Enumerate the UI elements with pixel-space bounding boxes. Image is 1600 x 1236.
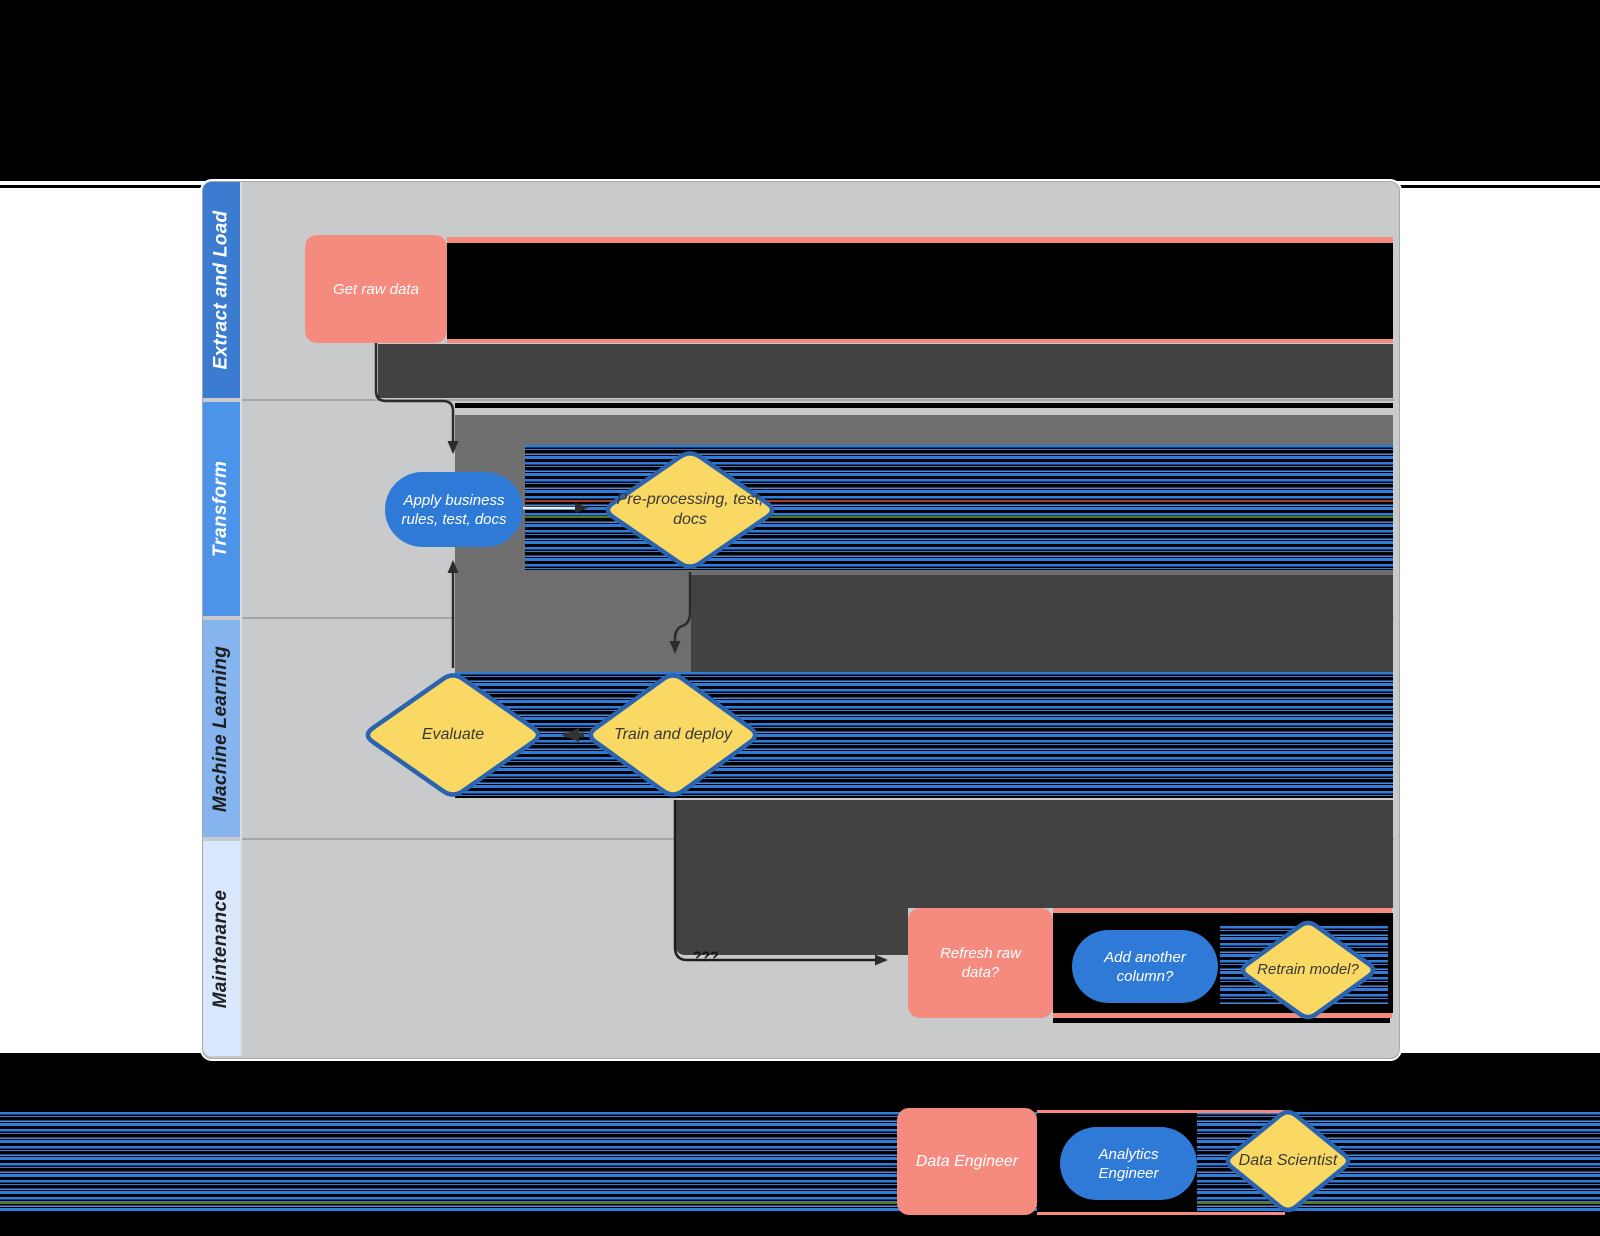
lane-header-machine-learning: Machine Learning bbox=[203, 620, 240, 837]
node-get-raw-data[interactable]: Get raw data bbox=[305, 235, 447, 343]
redaction-dark-band-el bbox=[378, 344, 1393, 398]
node-label: Get raw data bbox=[333, 280, 419, 298]
lane-label: Machine Learning bbox=[210, 645, 232, 812]
legend-label: Analytics Engineer bbox=[1098, 1145, 1159, 1182]
lane-header-extract-and-load: Extract and Load bbox=[203, 182, 240, 398]
glitch-green-line bbox=[525, 516, 1393, 518]
lane-divider bbox=[242, 399, 1394, 401]
legend-data-engineer[interactable]: Data Engineer bbox=[897, 1108, 1037, 1215]
lane-header-transform: Transform bbox=[203, 402, 240, 616]
node-refresh-raw-data[interactable]: Refresh raw data? bbox=[908, 908, 1053, 1018]
redaction-black-strip bbox=[455, 403, 1393, 408]
redaction-dark-band-ml-top bbox=[691, 575, 1393, 672]
legend-label: Data Scientist bbox=[1238, 1152, 1338, 1169]
legend-salmon-sliver-bottom bbox=[1037, 1212, 1285, 1215]
legend-salmon-sliver-top bbox=[1037, 1110, 1285, 1113]
redaction-dark-band-maintenance-top bbox=[675, 800, 1393, 908]
lane-column-divider bbox=[240, 182, 242, 1056]
node-label: Add another column? bbox=[1104, 948, 1186, 985]
node-label: Pre-processing, test, docs bbox=[616, 491, 764, 528]
frame-line-right bbox=[1397, 185, 1600, 188]
node-apply-business-rules[interactable]: Apply business rules, test, docs bbox=[385, 472, 523, 547]
legend-analytics-engineer[interactable]: Analytics Engineer bbox=[1060, 1127, 1197, 1200]
node-label: Train and deploy bbox=[614, 726, 732, 743]
node-label: Retrain model? bbox=[1257, 961, 1359, 978]
redaction-medium-band-ml bbox=[455, 575, 691, 672]
redaction-black-box-el bbox=[447, 243, 1393, 339]
lane-label: Transform bbox=[210, 460, 232, 558]
redaction-black-strip-maintenance bbox=[1053, 1018, 1390, 1023]
glitch-green-line-bottom bbox=[0, 1202, 1600, 1204]
lane-label: Maintenance bbox=[210, 889, 232, 1008]
node-label: Apply business rules, test, docs bbox=[401, 491, 507, 528]
legend-label: Data Engineer bbox=[915, 1153, 1019, 1170]
glitch-red-line bbox=[525, 500, 1393, 502]
connector-label: ??? bbox=[693, 948, 719, 964]
node-label: Refresh raw data? bbox=[940, 945, 1021, 981]
node-add-another-column[interactable]: Add another column? bbox=[1072, 930, 1218, 1003]
redaction-top-band bbox=[0, 0, 1600, 181]
lane-header-maintenance: Maintenance bbox=[203, 841, 240, 1056]
lane-label: Extract and Load bbox=[210, 210, 232, 370]
node-label: Evaluate bbox=[421, 726, 485, 743]
frame-line-left bbox=[0, 185, 203, 188]
